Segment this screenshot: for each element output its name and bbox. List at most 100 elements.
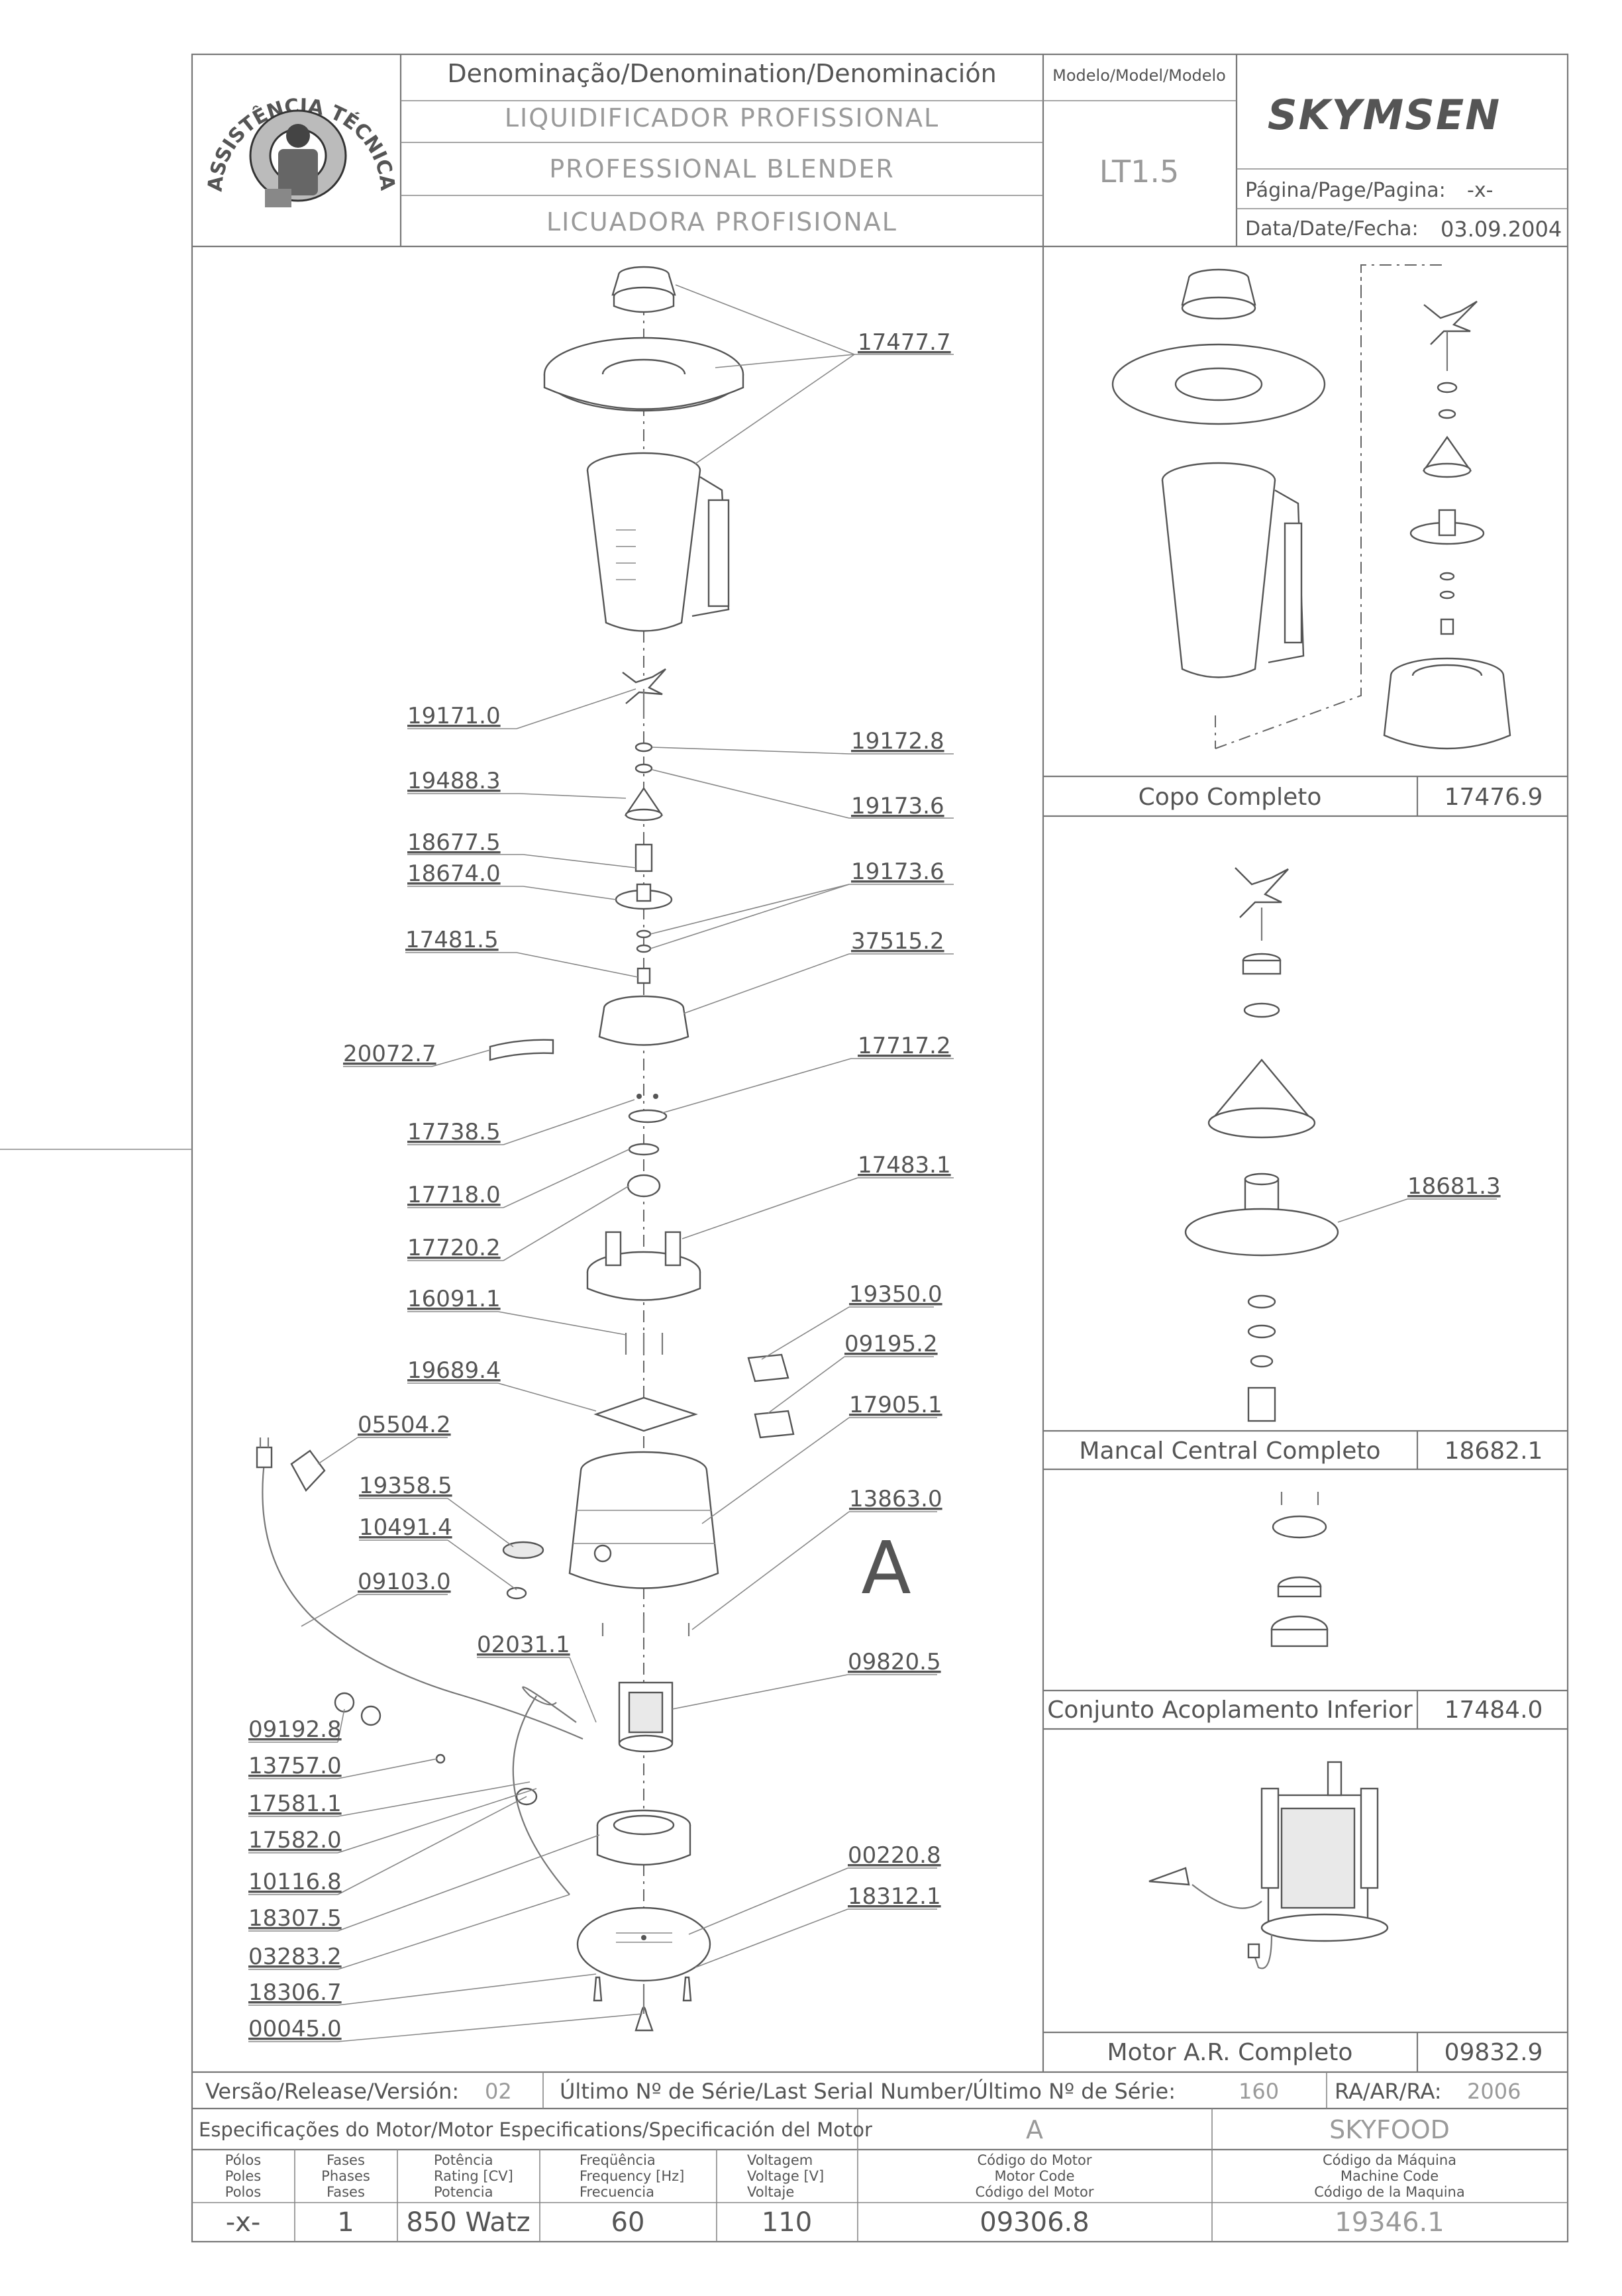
bottom-plate-part [576,1906,711,2032]
col-frequency: Frecuencia [580,2184,654,2200]
serial-label: Último Nº de Série/Last Serial Number/Úl… [560,2078,1176,2104]
callout-label: 17905.1 [849,1392,942,1418]
val-machine-code: 19346.1 [1335,2207,1444,2238]
callout-label: 02031.1 [477,1632,570,1658]
exploded-view: A [256,266,911,2032]
coupling-housing-part [586,1231,701,1301]
callout-label: 17481.5 [405,927,499,953]
callout-label: 13863.0 [849,1486,942,1512]
company-name: SKYFOOD [1329,2115,1450,2144]
denomination-title: Denominação/Denomination/Denominación [447,59,996,88]
col-phases: Fases [327,2184,365,2200]
col-machine-code: Código da Máquina [1323,2152,1456,2168]
motor-spec-values: -x- 1 850 Watz 60 110 09306.8 19346.1 [226,2207,1445,2238]
threaded-base-part [598,995,689,1046]
val-voltage: 110 [762,2207,812,2238]
motor-part [618,1681,674,1753]
product-name-en: PROFESSIONAL BLENDER [549,154,894,183]
callout-label: 18677.5 [407,829,501,856]
screws-part [625,1333,664,1355]
callout-label: 17738.5 [407,1119,501,1145]
leader-lines [248,284,1497,2042]
col-voltage: Voltage [V] [747,2168,824,2184]
val-phases: 1 [337,2207,354,2238]
callout-label: 17720.2 [407,1235,501,1261]
revision-row: Versão/Release/Versión: 02 Último Nº de … [205,2078,1521,2104]
jar-part [586,452,730,632]
view-marker: A [861,1526,911,1610]
callout-label: 10116.8 [248,1869,342,1895]
model-title: Modelo/Model/Modelo [1052,66,1226,85]
assembly-view-mancal [1184,867,1339,1422]
page-label: Página/Page/Pagina: [1245,179,1446,202]
callout-label: 10491.4 [359,1514,452,1541]
col-phases: Fases [327,2152,365,2168]
product-name-pt: LIQUIDIFICADOR PROFISSIONAL [505,103,939,132]
callout-label: 09103.0 [358,1569,451,1595]
col-voltage: Voltaje [747,2184,794,2200]
date-label: Data/Date/Fecha: [1245,217,1419,240]
blade-part [622,668,666,719]
callout-label: 19689.4 [407,1357,501,1384]
callout-label: 09192.8 [248,1716,342,1743]
val-frequency: 60 [611,2207,645,2238]
callout-label: 05504.2 [358,1412,451,1438]
assembly-view-acoplamento [1270,1492,1329,1647]
date-value: 03.09.2004 [1441,217,1562,242]
col-poles: Pólos [225,2152,261,2168]
callout-label: 17718.0 [407,1182,501,1208]
assembly-code: 09832.9 [1445,2039,1543,2066]
assembly-name: Mancal Central Completo [1079,1437,1380,1465]
assembly-view-copo [1111,264,1511,750]
brand-logo: SKYMSEN [1268,91,1501,139]
assembly-view-motor [1148,1761,1389,1969]
callout-label: 03283.2 [248,1944,342,1970]
callout-label: 09195.2 [844,1331,938,1357]
col-poles: Poles [225,2168,261,2184]
col-power: Potência [434,2152,493,2168]
col-machine-code: Machine Code [1341,2168,1439,2184]
page-value: -x- [1467,179,1493,202]
col-frequency: Freqüência [580,2152,656,2168]
callout-label: 17477.7 [858,329,951,356]
callout-label: 18674.0 [407,861,501,887]
val-power: 850 Watz [406,2207,530,2238]
col-motor-code: Motor Code [994,2168,1074,2184]
assembly-name: Copo Completo [1139,784,1322,811]
col-motor-code: Código del Motor [976,2184,1094,2200]
version-value: 02 [485,2079,512,2104]
ra-value: 2006 [1467,2079,1521,2104]
serial-value: 160 [1239,2079,1279,2104]
callout-label: 17582.0 [248,1827,342,1853]
callout-label: 20072.7 [343,1041,436,1067]
base-collar-part [596,1809,691,1866]
callout-label: 17717.2 [858,1033,951,1059]
callout-labels: 17477.7 19171.0 19172.8 19488.3 19173.6 … [248,329,1501,2042]
callout-label: 19173.6 [851,793,944,819]
callout-label: 13757.0 [248,1753,342,1779]
callout-label: 37515.2 [851,928,944,955]
power-cord-part [262,1457,583,1740]
callout-label: 00220.8 [848,1842,941,1869]
col-motor-code: Código do Motor [977,2152,1091,2168]
ra-label: RA/AR/RA: [1335,2079,1442,2104]
col-machine-code: Código de la Maquina [1314,2184,1464,2200]
callout-label: 00045.0 [248,2016,342,2042]
assembly-code: 17476.9 [1445,784,1543,811]
product-name-es: LICUADORA PROFISIONAL [546,207,897,236]
col-voltage: Voltagem [747,2152,813,2168]
body-part [502,1451,719,1600]
col-power: Rating [CV] [434,2168,513,2184]
col-power: Potencia [434,2184,493,2200]
assembly-code: 18682.1 [1445,1437,1543,1465]
callout-label: 19358.5 [359,1473,452,1499]
motor-spec-title: Especificações do Motor/Motor Especifica… [199,2118,872,2141]
callout-label: 19171.0 [407,703,501,729]
authorized-service-seal: ASSISTÊNCIA TÉCNICA AUTORIZADA [0,0,399,207]
callout-label: 18312.1 [848,1883,941,1910]
motor-spec-header: Especificações do Motor/Motor Especifica… [199,2115,1450,2144]
callout-label: 19173.6 [851,859,944,885]
bushing-part [634,843,653,872]
col-poles: Polos [225,2184,261,2200]
